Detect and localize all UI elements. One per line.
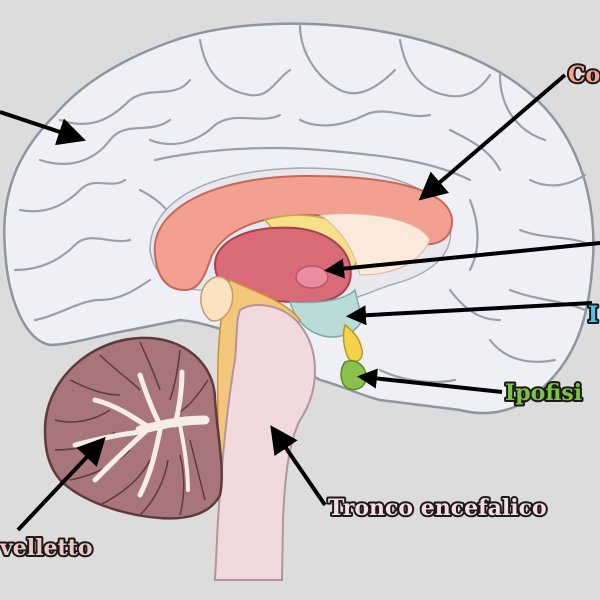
arrow-corpo-calloso [418,73,567,201]
cerebellum [43,336,223,520]
brainstem [213,304,316,581]
pituitary-stalk [342,323,364,362]
gyri [13,23,592,384]
arrow-cervelletto [16,436,106,532]
cerebellum-folia [54,341,209,516]
label-cervelletto: velletto [0,535,93,561]
label-corpo-calloso: Co [568,62,600,88]
arbor-vitae [72,369,210,498]
pineal-area [200,276,234,322]
septum [318,213,431,276]
arrow-tronco [270,425,327,507]
arrow-talamo [324,241,600,279]
label-ipotalamo: I [588,302,598,328]
arrow-ipofisi [357,368,503,394]
arrow-cerebro [0,110,86,146]
arrow-ipotalamo [346,301,593,326]
thalamus-nucleus [295,265,329,289]
pituitary-gland [340,360,367,391]
label-ipofisi: Ipofisi [505,380,582,406]
label-tronco-encefalico: Tronco encefalico [328,495,547,521]
